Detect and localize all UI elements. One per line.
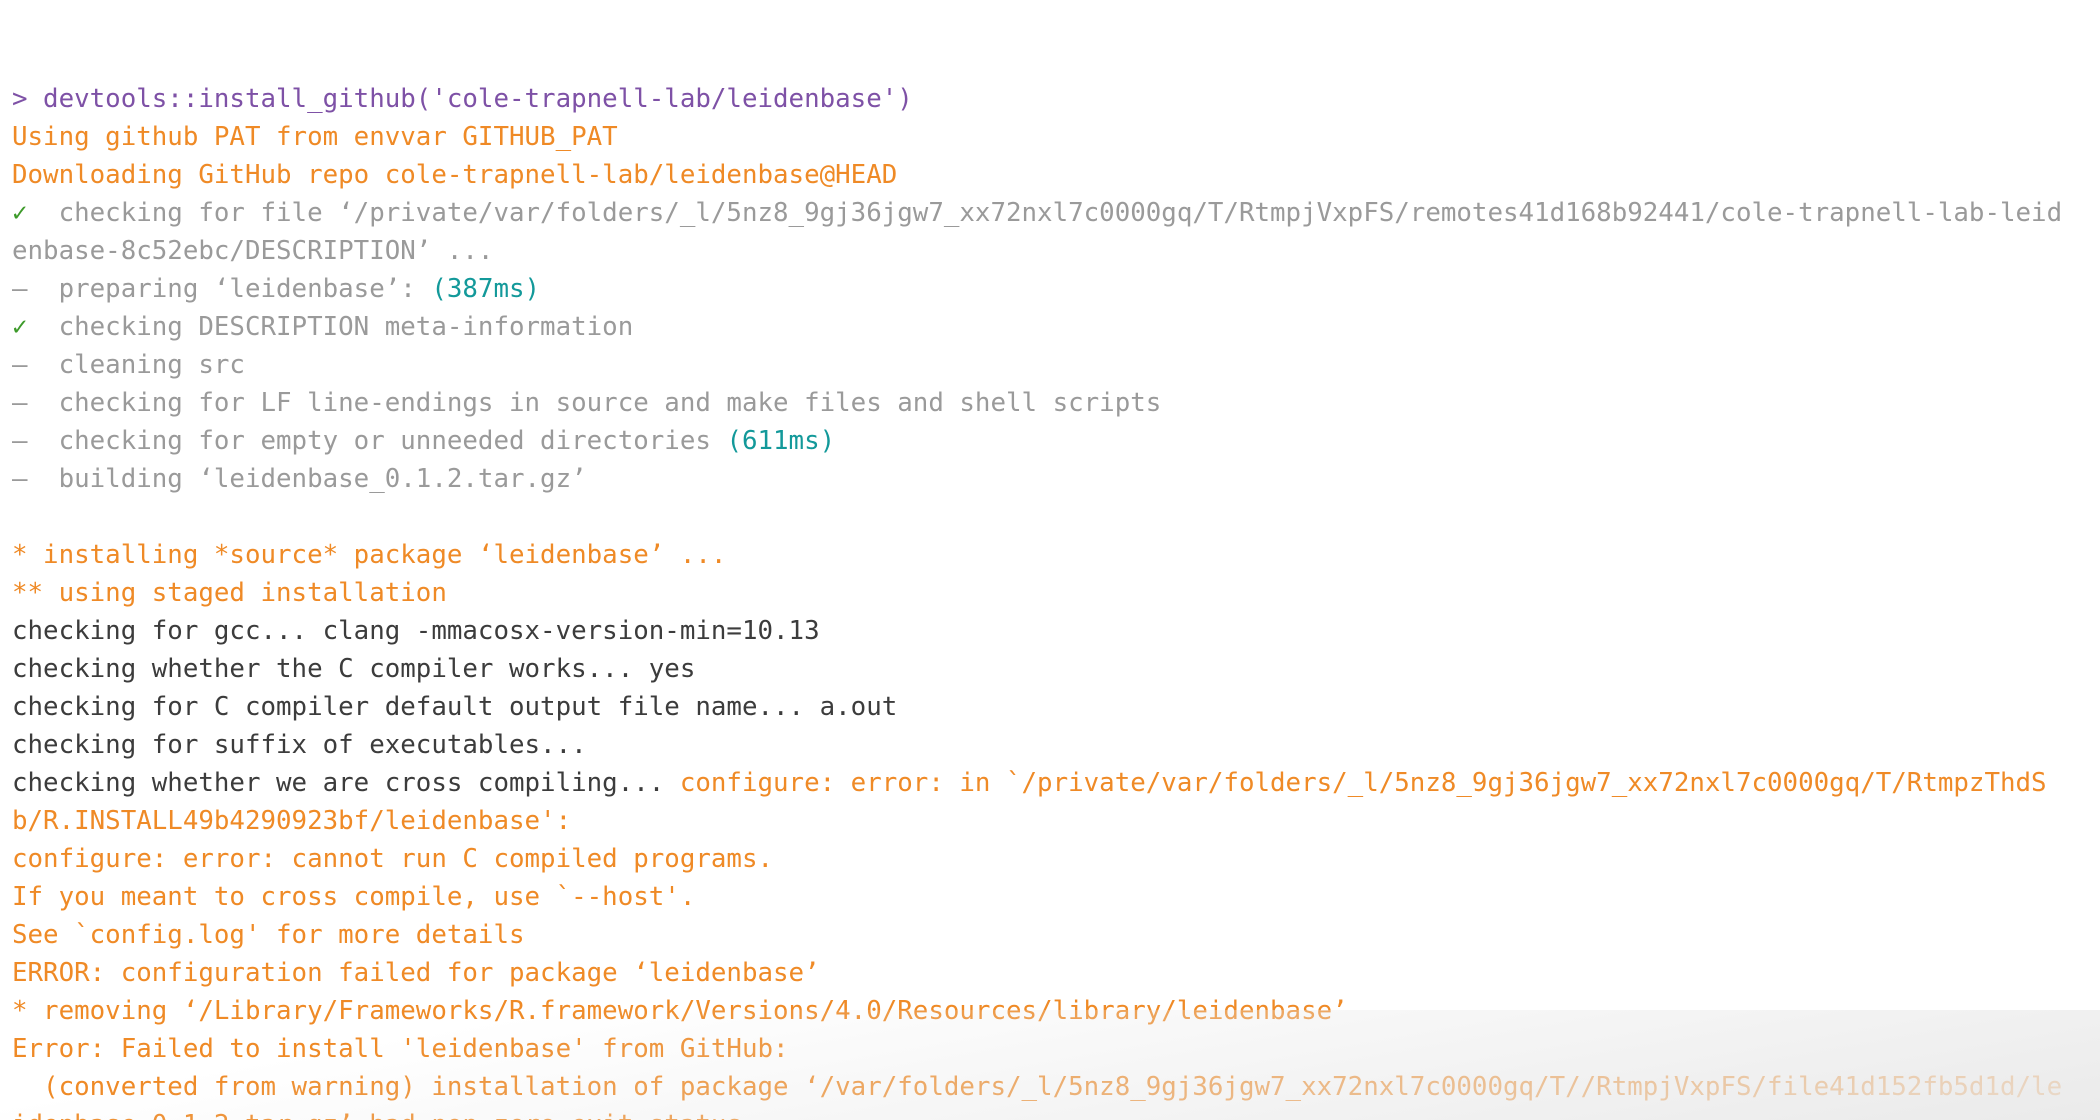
console-text-segment: checking for file ‘/private/var/folders/… xyxy=(27,198,2063,228)
console-text-segment: See `config.log' for more details xyxy=(12,920,525,950)
console-text-segment: – cleaning src xyxy=(12,350,245,380)
console-text-segment: * installing *source* package ‘leidenbas… xyxy=(12,540,727,570)
console-line: enbase-8c52ebc/DESCRIPTION’ ... xyxy=(12,232,2100,270)
console-line xyxy=(12,498,2100,536)
console-line: ✓ checking for file ‘/private/var/folder… xyxy=(12,194,2100,232)
console-line: – checking for LF line-endings in source… xyxy=(12,384,2100,422)
console-line: ✓ checking DESCRIPTION meta-information xyxy=(12,308,2100,346)
console-line: Downloading GitHub repo cole-trapnell-la… xyxy=(12,156,2100,194)
checkmark-icon: ✓ xyxy=(12,198,28,228)
console-text-segment: enbase-8c52ebc/DESCRIPTION’ ... xyxy=(12,236,494,266)
console-text-segment: – checking for empty or unneeded directo… xyxy=(12,426,727,456)
checkmark-icon: ✓ xyxy=(12,312,28,342)
console-text-segment: – building ‘leidenbase_0.1.2.tar.gz’ xyxy=(12,464,587,494)
console-text-segment: ** using staged installation xyxy=(12,578,447,608)
console-text-segment: configure: error: in `/private/var/folde… xyxy=(679,768,2047,798)
console-line: configure: error: cannot run C compiled … xyxy=(12,840,2100,878)
console-text-segment: Downloading GitHub repo cole-trapnell-la… xyxy=(12,160,898,190)
console-line: checking for C compiler default output f… xyxy=(12,688,2100,726)
console-line: (converted from warning) installation of… xyxy=(12,1068,2100,1106)
console-text-segment: (611ms) xyxy=(726,426,836,456)
console-text-segment: idenbase_0.1.2.tar.gz’ had non-zero exit… xyxy=(12,1110,742,1120)
console-line: – checking for empty or unneeded directo… xyxy=(12,422,2100,460)
console-text-segment: – checking for LF line-endings in source… xyxy=(12,388,1162,418)
console-text-segment: checking for suffix of executables... xyxy=(12,730,587,760)
console-text-segment: > devtools::install_github('cole-trapnel… xyxy=(12,84,913,114)
console-text-segment: Using github PAT from envvar GITHUB_PAT xyxy=(12,122,618,152)
console-text-segment: checking for C compiler default output f… xyxy=(12,692,898,722)
console-text-segment: checking whether the C compiler works...… xyxy=(12,654,696,684)
console-text-segment: checking DESCRIPTION meta-information xyxy=(27,312,634,342)
console-line: idenbase_0.1.2.tar.gz’ had non-zero exit… xyxy=(12,1106,2100,1120)
console-text-segment: ERROR: configuration failed for package … xyxy=(12,958,820,988)
console-text-segment: b/R.INSTALL49b4290923bf/leidenbase': xyxy=(12,806,572,836)
console-text-segment: checking for gcc... clang -mmacosx-versi… xyxy=(12,616,820,646)
console-text-segment: Error: Failed to install 'leidenbase' fr… xyxy=(12,1034,789,1064)
console-line: Using github PAT from envvar GITHUB_PAT xyxy=(12,118,2100,156)
console-line: If you meant to cross compile, use `--ho… xyxy=(12,878,2100,916)
console-line: checking whether we are cross compiling.… xyxy=(12,764,2100,802)
console-text-segment: If you meant to cross compile, use `--ho… xyxy=(12,882,696,912)
console-text-segment: checking whether we are cross compiling.… xyxy=(12,768,680,798)
console-line: – building ‘leidenbase_0.1.2.tar.gz’ xyxy=(12,460,2100,498)
console-line: > devtools::install_github('cole-trapnel… xyxy=(12,80,2100,118)
console-line: checking for suffix of executables... xyxy=(12,726,2100,764)
console-text-segment: configure: error: cannot run C compiled … xyxy=(12,844,774,874)
console-line: ERROR: configuration failed for package … xyxy=(12,954,2100,992)
console-line: * installing *source* package ‘leidenbas… xyxy=(12,536,2100,574)
console-line: ** using staged installation xyxy=(12,574,2100,612)
console-line: b/R.INSTALL49b4290923bf/leidenbase': xyxy=(12,802,2100,840)
console-lines: > devtools::install_github('cole-trapnel… xyxy=(12,80,2100,1120)
console-line: – cleaning src xyxy=(12,346,2100,384)
console-line: checking whether the C compiler works...… xyxy=(12,650,2100,688)
console-text-segment: (387ms) xyxy=(431,274,541,304)
console-line: * removing ‘/Library/Frameworks/R.framew… xyxy=(12,992,2100,1030)
console-text-segment: – preparing ‘leidenbase’: xyxy=(12,274,432,304)
console-line: See `config.log' for more details xyxy=(12,916,2100,954)
console-text-segment: (converted from warning) installation of… xyxy=(12,1072,2063,1102)
console-line: checking for gcc... clang -mmacosx-versi… xyxy=(12,612,2100,650)
console-line: Error: Failed to install 'leidenbase' fr… xyxy=(12,1030,2100,1068)
console-text-segment: * removing ‘/Library/Frameworks/R.framew… xyxy=(12,996,1348,1026)
console-line: – preparing ‘leidenbase’: (387ms) xyxy=(12,270,2100,308)
console-text-segment xyxy=(12,502,28,532)
r-console-output: > devtools::install_github('cole-trapnel… xyxy=(12,4,2100,1120)
